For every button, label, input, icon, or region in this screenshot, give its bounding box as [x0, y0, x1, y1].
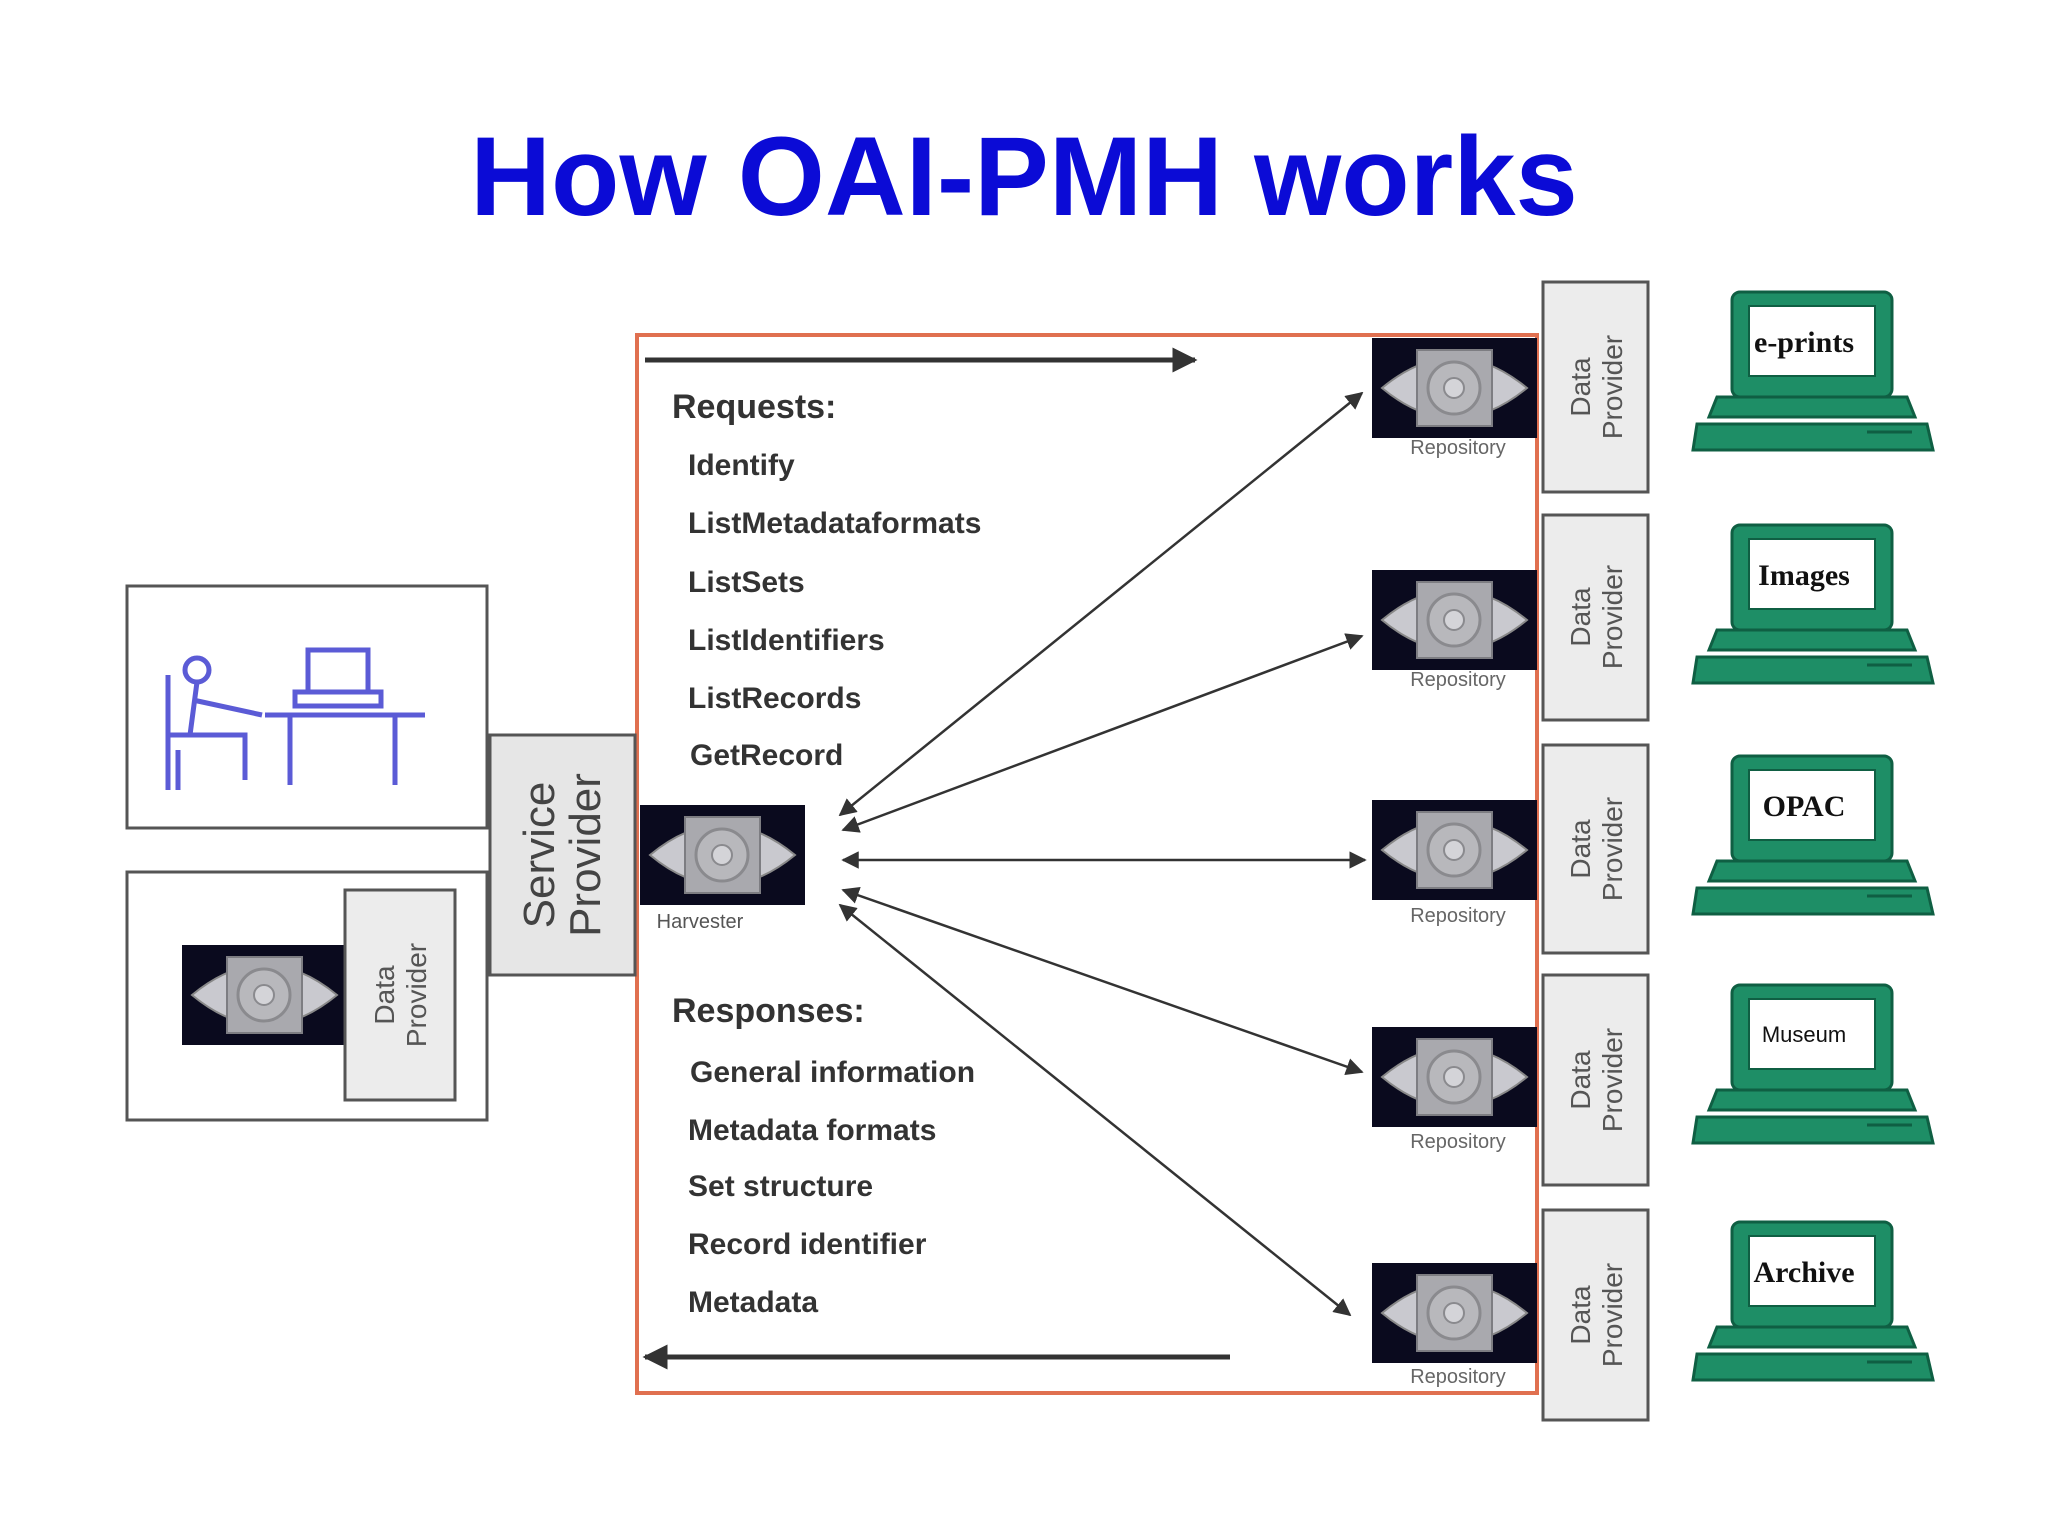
data-provider-label-line1: Data [1565, 1285, 1596, 1345]
repository-eye-icon [1370, 568, 1539, 672]
data-provider-label-line1: Data [1565, 819, 1596, 879]
terminal-eprints: e-prints [1691, 290, 1935, 452]
arrow-icon [838, 903, 1352, 1317]
terminal-label: Images [1758, 559, 1850, 592]
responses-heading: Responses: [672, 992, 865, 1030]
request-item: GetRecord [690, 739, 843, 772]
arrow-icon [841, 633, 1364, 833]
repository-label: Repository [1410, 1131, 1506, 1153]
terminal-icon [1691, 983, 1935, 1145]
data-provider-label-line1: Data [1565, 357, 1596, 417]
local-data-provider-label-line1: Data [369, 965, 400, 1025]
data-provider-box-5: Data Provider [1541, 1208, 1650, 1422]
response-item: Metadata formats [688, 1114, 936, 1147]
request-item: Identify [688, 449, 795, 482]
repository-eye-icon [1370, 1025, 1539, 1129]
data-provider-box-2: Data Provider [1541, 513, 1650, 722]
terminal-icon [1691, 290, 1935, 452]
service-provider-label-line1: Service [515, 782, 564, 929]
page-title: How OAI-PMH works [470, 114, 1578, 239]
data-provider-label-line2: Provider [1597, 1028, 1628, 1132]
repository-row-3: Repository [1370, 798, 1539, 927]
terminal-label: OPAC [1763, 790, 1846, 823]
terminal-label: Museum [1762, 1022, 1846, 1047]
terminal-archive: Archive [1691, 1220, 1935, 1382]
request-item: ListSets [688, 566, 805, 599]
response-item: Metadata [688, 1286, 818, 1319]
repository-eye-icon [1370, 798, 1539, 902]
arrow-icon [838, 391, 1364, 817]
user-at-desk-icon [165, 647, 425, 790]
harvester-label: Harvester [657, 911, 744, 933]
terminal-label: Archive [1753, 1256, 1854, 1289]
data-provider-box-3: Data Provider [1541, 743, 1650, 955]
data-provider-label-line2: Provider [1597, 1263, 1628, 1367]
requests-heading: Requests: [672, 388, 836, 426]
response-item: General information [690, 1056, 975, 1089]
request-item: ListIdentifiers [688, 624, 885, 657]
repository-row-5: Repository [1370, 1261, 1539, 1388]
service-provider-box [488, 733, 637, 977]
arrow-icon [841, 886, 1364, 1076]
response-item: Set structure [688, 1170, 873, 1203]
service-provider-label-line2: Provider [561, 773, 610, 937]
terminal-opac: OPAC [1691, 754, 1935, 916]
local-data-provider-box [343, 888, 457, 1102]
response-item: Record identifier [688, 1228, 927, 1261]
repository-eye-icon [1370, 336, 1539, 440]
repository-row-2: Repository [1370, 568, 1539, 691]
repository-label: Repository [1410, 669, 1506, 691]
request-item: ListMetadataformats [688, 507, 981, 540]
repository-row-4: Repository [1370, 1025, 1539, 1153]
repository-label: Repository [1410, 437, 1506, 459]
data-provider-label-line2: Provider [1597, 335, 1628, 439]
data-provider-label-line2: Provider [1597, 565, 1628, 669]
repository-label: Repository [1410, 905, 1506, 927]
request-item: ListRecords [688, 682, 861, 715]
repository-eye-icon [180, 943, 349, 1047]
local-data-provider-label-line2: Provider [401, 943, 432, 1047]
data-provider-label-line2: Provider [1597, 797, 1628, 901]
terminal-icon [1691, 754, 1935, 916]
terminal-label: e-prints [1754, 326, 1854, 359]
terminal-museum: Museum [1691, 983, 1935, 1145]
harvester-eye-icon [638, 803, 807, 907]
data-provider-box-1: Data Provider [1541, 280, 1650, 494]
data-provider-label-line1: Data [1565, 1050, 1596, 1110]
repository-label: Repository [1410, 1366, 1506, 1388]
terminal-images: Images [1691, 523, 1935, 685]
repository-row-1: Repository [1370, 336, 1539, 459]
data-provider-label-line1: Data [1565, 587, 1596, 647]
repository-eye-icon [1370, 1261, 1539, 1365]
data-provider-box-4: Data Provider [1541, 973, 1650, 1187]
terminal-icon [1691, 523, 1935, 685]
terminal-icon [1691, 1220, 1935, 1382]
